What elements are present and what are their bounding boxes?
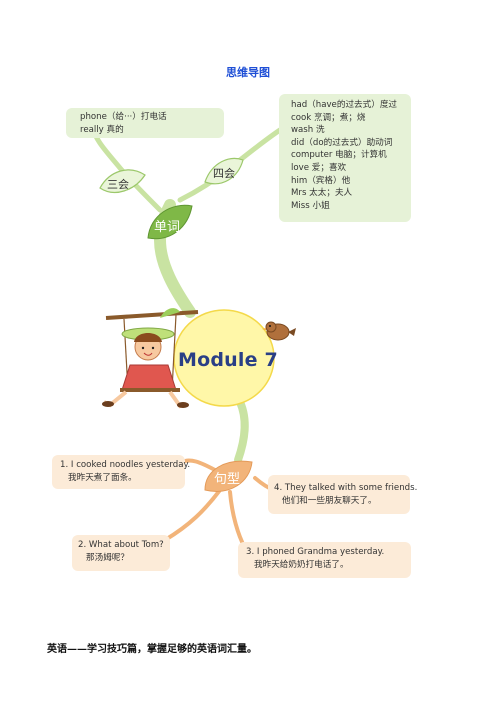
sihui-word-2: cook 烹调；煮；烧 bbox=[291, 112, 366, 123]
sihui-word-3: wash 洗 bbox=[291, 125, 325, 136]
sentence-4-zh: 他们和一些朋友聊天了。 bbox=[282, 495, 377, 506]
sentence-label: 句型 bbox=[214, 472, 241, 487]
branch-s2 bbox=[163, 488, 222, 542]
sihui-word-7: him（宾格）他 bbox=[291, 175, 351, 186]
sentence-3-zh: 我昨天给奶奶打电话了。 bbox=[254, 559, 349, 570]
sihui-word-4: did（do的过去式）助动词 bbox=[291, 137, 393, 148]
sanhui-leaf bbox=[99, 169, 146, 193]
sentence-1-zh: 我昨天煮了面条。 bbox=[68, 472, 137, 483]
sanhui-word-1: phone（给···）打电话 bbox=[80, 112, 167, 122]
footer-text: 英语——学习技巧篇，掌握足够的英语词汇量。 bbox=[47, 644, 257, 655]
sihui-leaf bbox=[204, 157, 244, 185]
sentence-1-en: 1. I cooked noodles yesterday. bbox=[60, 460, 191, 470]
sanhui-word-2: really 真的 bbox=[80, 124, 124, 135]
girl-on-swing-illustration bbox=[102, 308, 199, 409]
sihui-word-8: Mrs 太太；夫人 bbox=[291, 188, 353, 199]
sentence-2-en: 2. What about Tom? bbox=[78, 540, 164, 550]
sihui-word-6: love 爱；喜欢 bbox=[291, 162, 347, 173]
sentence-2-zh: 那汤姆呢？ bbox=[86, 552, 129, 563]
page-title: 思维导图 bbox=[226, 66, 270, 79]
sihui-note: had（have的过去式）度过 cook 烹调；煮；烧 wash 洗 did（d… bbox=[279, 94, 411, 222]
vocab-label: 单词 bbox=[154, 220, 181, 235]
sentence-note-4: 4. They talked with some friends. 他们和一些朋… bbox=[268, 475, 418, 514]
sanhui-label: 三会 bbox=[107, 178, 129, 191]
sanhui-note: phone（给···）打电话 really 真的 bbox=[66, 108, 224, 138]
sentence-leaf bbox=[204, 460, 253, 492]
branch-s3 bbox=[228, 490, 247, 550]
sentence-3-en: 3. I phoned Grandma yesterday. bbox=[246, 547, 385, 557]
sentence-stem bbox=[234, 398, 249, 464]
sentence-4-en: 4. They talked with some friends. bbox=[274, 483, 418, 493]
sihui-label: 四会 bbox=[213, 167, 235, 180]
sihui-word-5: computer 电脑；计算机 bbox=[291, 150, 387, 161]
sihui-word-1: had（have的过去式）度过 bbox=[291, 100, 398, 110]
sentence-note-2: 2. What about Tom? 那汤姆呢？ bbox=[72, 535, 170, 571]
bird-illustration bbox=[262, 321, 296, 341]
sihui-word-9: Miss 小姐 bbox=[291, 200, 330, 211]
sentence-note-3: 3. I phoned Grandma yesterday. 我昨天给奶奶打电话… bbox=[238, 542, 411, 578]
vocab-leaf bbox=[147, 204, 193, 240]
central-topic: Module 7 bbox=[178, 349, 278, 371]
sentence-note-1: 1. I cooked noodles yesterday. 我昨天煮了面条。 bbox=[52, 455, 191, 489]
